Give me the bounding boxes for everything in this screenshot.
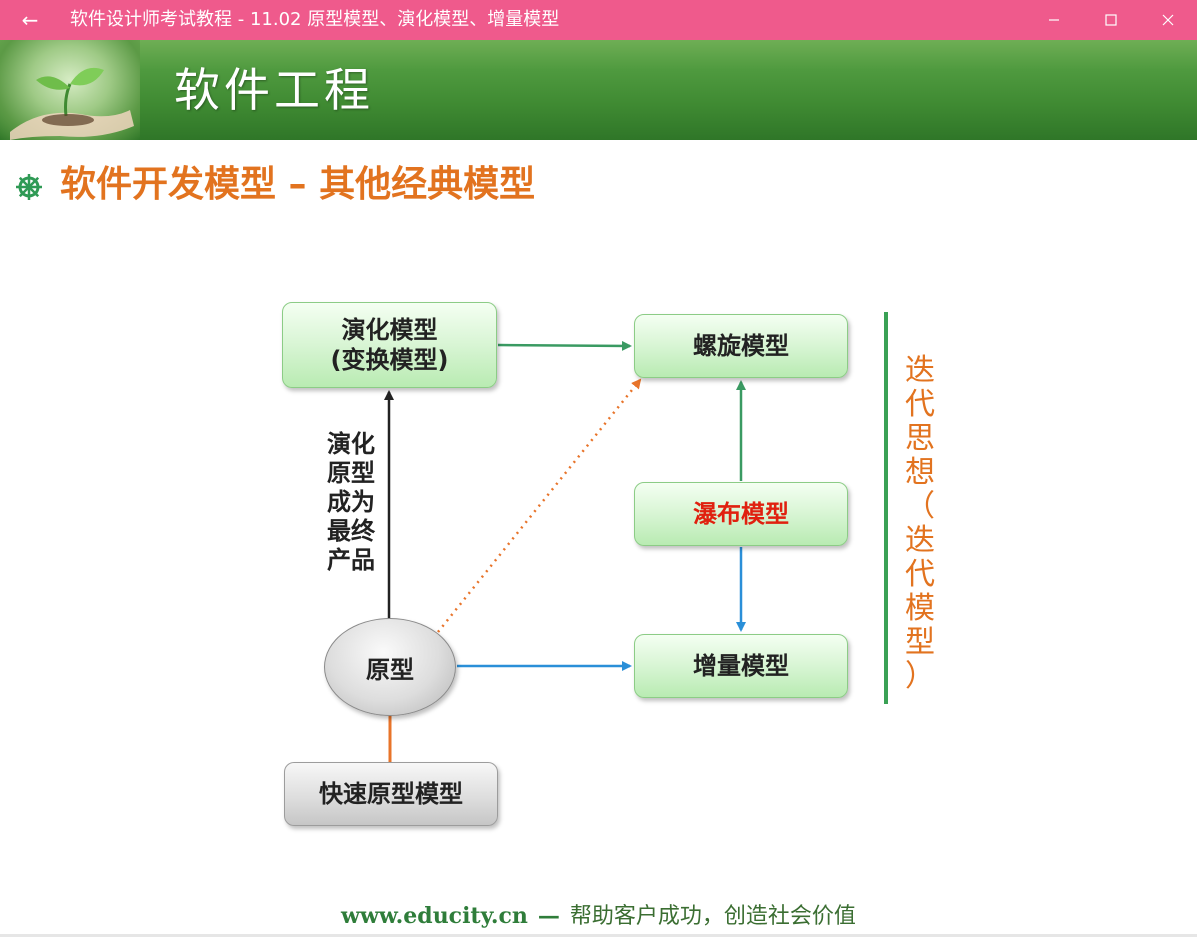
maximize-button[interactable] bbox=[1083, 0, 1139, 40]
arrow-label-part: 成为 bbox=[327, 488, 375, 516]
close-icon bbox=[1162, 14, 1174, 26]
bottom-divider bbox=[0, 934, 1197, 937]
footer-dash: — bbox=[537, 903, 560, 929]
iteration-bracket bbox=[884, 312, 888, 704]
close-button[interactable] bbox=[1140, 0, 1196, 40]
iteration-char: 思 bbox=[905, 421, 935, 456]
arrow-label: 演化 原型 成为 最终 产品 bbox=[323, 430, 379, 575]
spiral-model-box: 螺旋模型 bbox=[634, 314, 848, 378]
evolution-model-label: 演化模型 bbox=[341, 316, 438, 344]
window-titlebar: ← 软件设计师考试教程 - 11.02 原型模型、演化模型、增量模型 bbox=[0, 0, 1197, 40]
prototype-ellipse: 原型 bbox=[324, 618, 456, 716]
dharma-wheel-icon bbox=[16, 174, 42, 200]
slide-banner: 软件工程 bbox=[0, 40, 1197, 140]
waterfall-model-label: 瀑布模型 bbox=[693, 500, 789, 528]
prototype-label: 原型 bbox=[366, 655, 414, 684]
iteration-char: （ bbox=[905, 489, 935, 524]
slide-footer: www.educity.cn — 帮助客户成功，创造社会价值 bbox=[0, 898, 1197, 934]
section-heading: 软件开发模型 – 其他经典模型 bbox=[60, 164, 536, 205]
iteration-char: 迭 bbox=[905, 523, 935, 558]
iteration-char: 代 bbox=[905, 387, 935, 422]
back-button[interactable]: ← bbox=[12, 5, 48, 35]
transformation-model-label: (变换模型) bbox=[330, 346, 449, 374]
footer-url: www.educity.cn bbox=[341, 903, 528, 929]
window-title: 软件设计师考试教程 - 11.02 原型模型、演化模型、增量模型 bbox=[70, 9, 560, 30]
minimize-button[interactable] bbox=[1026, 0, 1082, 40]
iteration-char: 模 bbox=[905, 591, 935, 626]
arrow-evolution-to-spiral bbox=[497, 340, 632, 351]
minimize-icon bbox=[1049, 19, 1059, 21]
maximize-icon bbox=[1105, 14, 1117, 26]
seedling-hands-image bbox=[0, 40, 140, 140]
iteration-label: 迭 代 思 想 （ 迭 代 模 型 ） bbox=[900, 354, 940, 694]
incremental-model-box: 增量模型 bbox=[634, 634, 848, 698]
banner-title: 软件工程 bbox=[174, 63, 374, 117]
iteration-char: 想 bbox=[905, 455, 935, 490]
seedling-icon bbox=[10, 67, 134, 140]
arrow-label-part: 原型 bbox=[327, 459, 375, 487]
incremental-model-label: 增量模型 bbox=[693, 652, 789, 680]
arrow-label-part: 产品 bbox=[327, 546, 375, 574]
footer-slogan: 帮助客户成功，创造社会价值 bbox=[569, 904, 856, 929]
iteration-char: 代 bbox=[905, 557, 935, 592]
rapid-prototype-label: 快速原型模型 bbox=[319, 780, 463, 808]
waterfall-model-box: 瀑布模型 bbox=[634, 482, 848, 546]
spiral-model-label: 螺旋模型 bbox=[693, 332, 789, 360]
evolution-model-box: 演化模型 (变换模型) bbox=[282, 302, 497, 388]
iteration-char: ） bbox=[905, 659, 935, 694]
arrow-label-part: 最终 bbox=[327, 517, 375, 545]
back-arrow-icon: ← bbox=[21, 8, 39, 32]
arrow-prototype-to-spiral bbox=[437, 378, 642, 633]
arrow-label-part: 演化 bbox=[327, 430, 375, 458]
rapid-prototype-box: 快速原型模型 bbox=[284, 762, 498, 826]
iteration-char: 迭 bbox=[905, 353, 935, 388]
iteration-char: 型 bbox=[905, 625, 935, 660]
